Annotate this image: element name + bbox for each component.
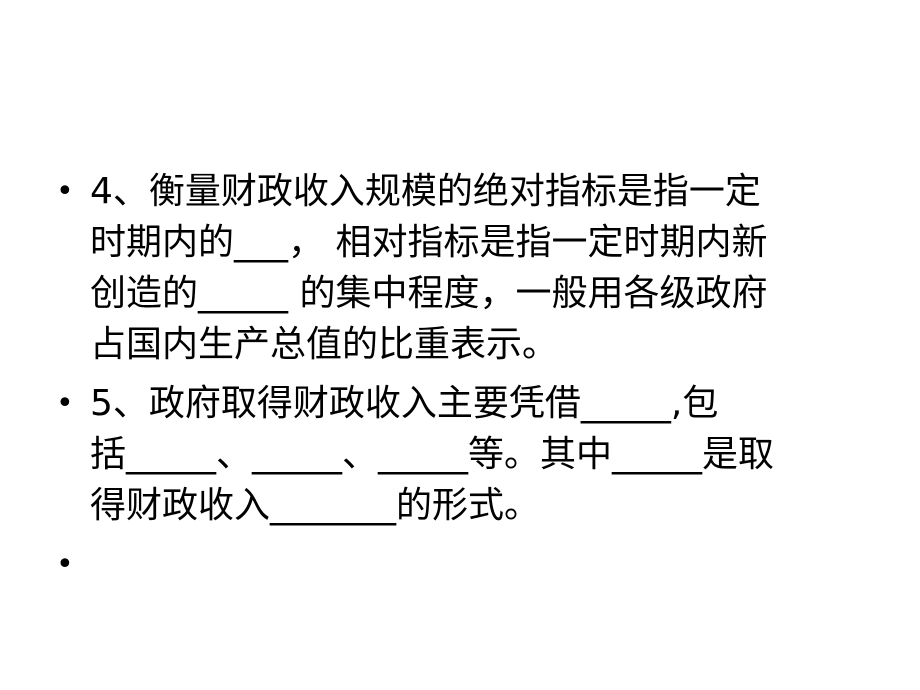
bullet-dot-icon: •: [56, 547, 74, 582]
bullet-text: 5、政府取得财政收入主要凭借_____,包 括_____、_____、_____…: [90, 378, 870, 531]
text-line: 5、政府取得财政收入主要凭借_____,包: [90, 383, 719, 424]
bullet-text: 4、衡量财政收入规模的绝对指标是指一定 时期内的___， 相对指标是指一定时期内…: [90, 166, 870, 370]
text-line: 时期内的___， 相对指标是指一定时期内新: [90, 222, 768, 263]
text-line: 得财政收入_______的形式。: [90, 485, 541, 526]
bullet-list: • 4、衡量财政收入规模的绝对指标是指一定 时期内的___， 相对指标是指一定时…: [56, 166, 876, 598]
text-line: 占国内生产总值的比重表示。: [90, 324, 559, 365]
bullet-item-5: • 5、政府取得财政收入主要凭借_____,包 括_____、_____、___…: [56, 378, 876, 531]
text-line: 括_____、_____、_____等。其中_____是取: [90, 434, 775, 475]
bullet-text: ​: [90, 539, 870, 590]
bullet-item-4: • 4、衡量财政收入规模的绝对指标是指一定 时期内的___， 相对指标是指一定时…: [56, 166, 876, 370]
bullet-dot-icon: •: [56, 386, 74, 421]
text-line: 创造的_____ 的集中程度，一般用各级政府: [90, 273, 768, 314]
text-line: 4、衡量财政收入规模的绝对指标是指一定: [90, 171, 761, 212]
bullet-item-empty: • ​: [56, 539, 876, 590]
bullet-dot-icon: •: [56, 174, 74, 209]
